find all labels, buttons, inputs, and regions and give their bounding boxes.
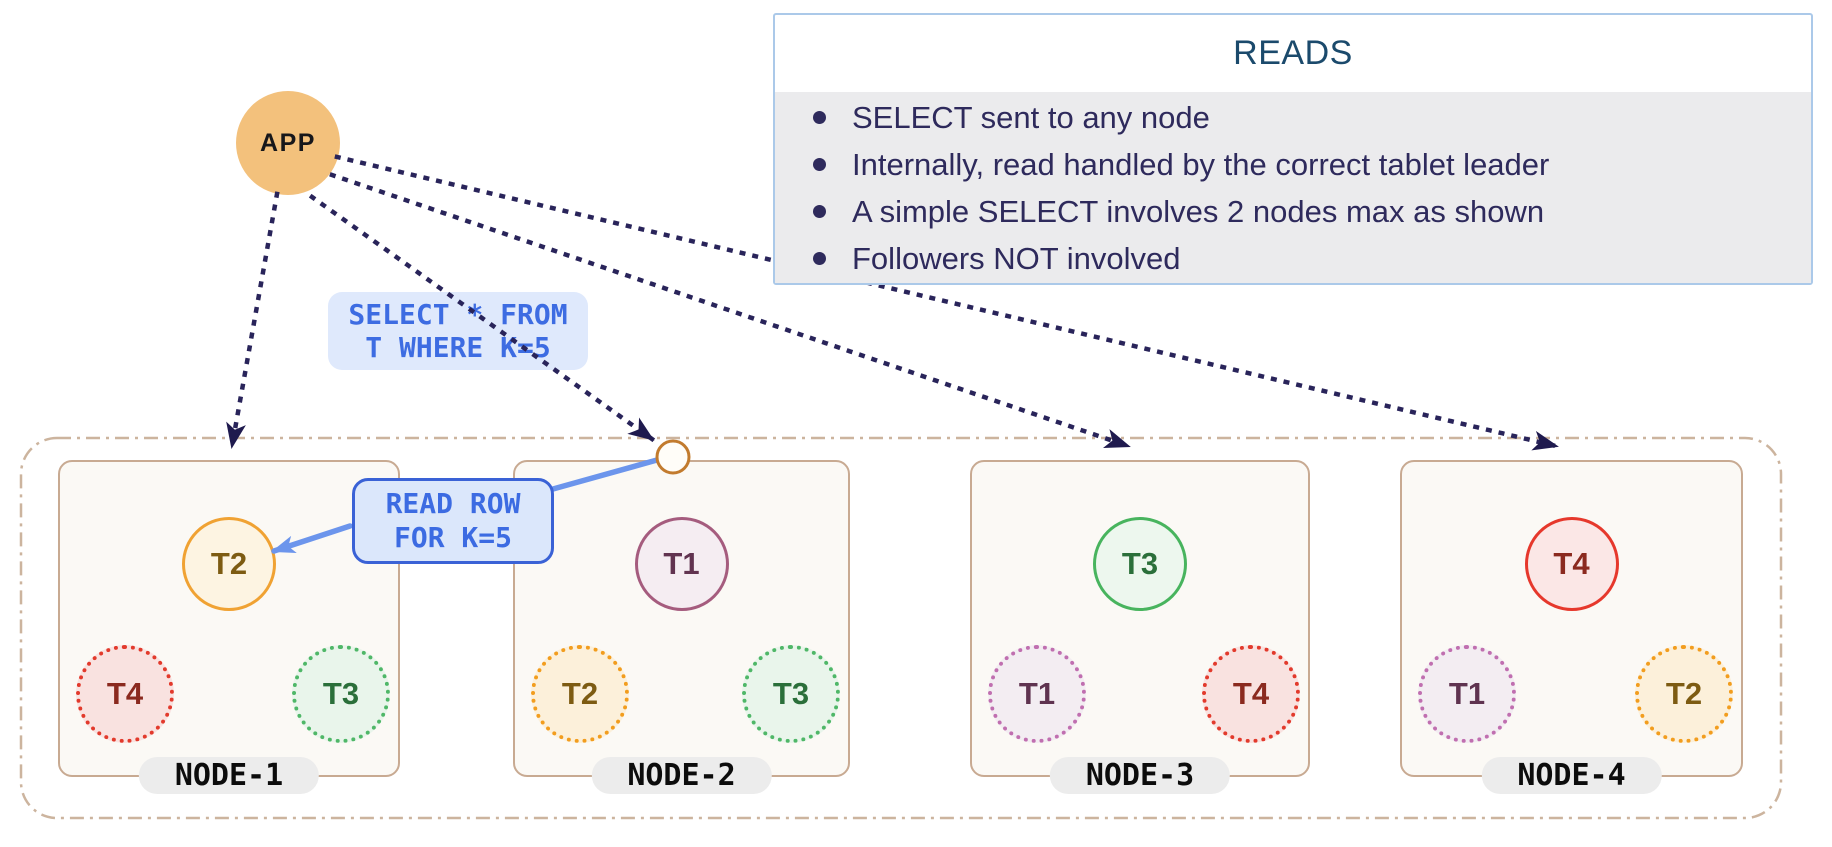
node-3-box: T3 T1 T4 NODE-3 bbox=[970, 460, 1310, 794]
node4-leader-tablet: T4 bbox=[1524, 517, 1619, 611]
tablet-label: T2 bbox=[210, 546, 248, 581]
node-3-name-pill: NODE-3 bbox=[1049, 757, 1231, 794]
node4-follower-tablet: T1 bbox=[1418, 645, 1516, 743]
select-query-line1: SELECT * FROM bbox=[348, 298, 568, 331]
tablet-label: T2 bbox=[561, 676, 599, 711]
node2-follower-tablet: T3 bbox=[742, 645, 840, 743]
bullet-icon bbox=[813, 205, 826, 218]
node1-leader-tablet: T2 bbox=[182, 517, 276, 611]
read-row-line2: FOR K=5 bbox=[393, 521, 512, 554]
node3-follower-tablet: T1 bbox=[988, 645, 1086, 743]
tablet-label: T1 bbox=[1448, 676, 1486, 711]
list-item: A simple SELECT involves 2 nodes max as … bbox=[813, 188, 1793, 235]
read-row-line1: READ ROW bbox=[385, 487, 521, 520]
app-label: APP bbox=[260, 128, 316, 157]
node1-follower-tablet: T4 bbox=[76, 645, 174, 743]
reads-panel-body: SELECT sent to any node Internally, read… bbox=[775, 92, 1811, 283]
bullet-text: SELECT sent to any node bbox=[852, 99, 1210, 135]
node2-follower-tablet: T2 bbox=[531, 645, 629, 743]
bullet-text: Internally, read handled by the correct … bbox=[852, 146, 1550, 182]
tablet-label: T2 bbox=[1665, 676, 1703, 711]
bullet-icon bbox=[813, 252, 826, 265]
node-4-name-pill: NODE-4 bbox=[1481, 757, 1662, 794]
tablet-label: T1 bbox=[663, 546, 700, 581]
node1-follower-tablet: T3 bbox=[292, 645, 390, 743]
read-row-label: READ ROW FOR K=5 bbox=[352, 478, 554, 564]
tablet-label: T4 bbox=[1232, 676, 1270, 711]
node3-leader-tablet: T3 bbox=[1093, 517, 1187, 611]
select-query-line2: T WHERE K=5 bbox=[365, 331, 551, 364]
node-1-box: T2 T4 T3 NODE-1 bbox=[58, 460, 400, 794]
tablet-label: T1 bbox=[1018, 676, 1056, 711]
node-1-name-pill: NODE-1 bbox=[138, 757, 320, 794]
node4-follower-tablet: T2 bbox=[1635, 645, 1733, 743]
tablet-label: T3 bbox=[772, 676, 810, 711]
node-2-box: T1 T2 T3 NODE-2 bbox=[513, 460, 850, 794]
node3-follower-tablet: T4 bbox=[1202, 645, 1300, 743]
bullet-icon bbox=[813, 111, 826, 124]
reads-panel: READS SELECT sent to any node Internally… bbox=[773, 13, 1813, 285]
reads-panel-title: READS bbox=[1233, 34, 1353, 72]
list-item: Internally, read handled by the correct … bbox=[813, 141, 1793, 188]
tablet-label: T4 bbox=[1553, 546, 1590, 581]
app-node: APP bbox=[236, 91, 340, 195]
select-query-label: SELECT * FROM T WHERE K=5 bbox=[328, 292, 588, 370]
node-4-box: T4 T1 T2 NODE-4 bbox=[1400, 460, 1743, 794]
bullet-text: A simple SELECT involves 2 nodes max as … bbox=[852, 193, 1545, 229]
tablet-label: T4 bbox=[106, 676, 144, 711]
bullet-text: Followers NOT involved bbox=[852, 240, 1181, 276]
node2-leader-tablet: T1 bbox=[634, 517, 729, 611]
bullet-icon bbox=[813, 158, 826, 171]
tablet-label: T3 bbox=[322, 676, 360, 711]
node-2-name-pill: NODE-2 bbox=[591, 757, 772, 794]
list-item: Followers NOT involved bbox=[813, 235, 1793, 282]
tablet-label: T3 bbox=[1121, 546, 1159, 581]
app-to-node1-arrow bbox=[226, 191, 280, 449]
list-item: SELECT sent to any node bbox=[813, 94, 1793, 141]
